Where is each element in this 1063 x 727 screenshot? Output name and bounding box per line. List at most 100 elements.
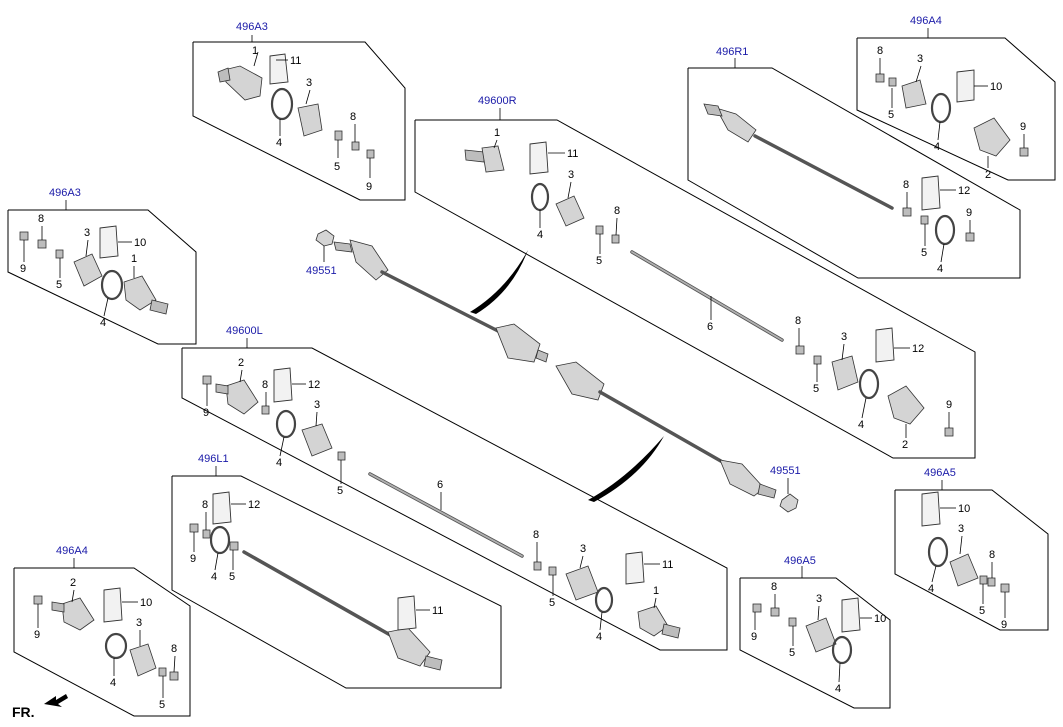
ref-49600L[interactable]: 49600L: [226, 325, 263, 337]
joint-housing-part: [555, 195, 585, 227]
axle-outer-joint-2: [719, 459, 765, 497]
snap-ring: [888, 77, 897, 87]
nut-49551-right: 49551: [770, 465, 801, 513]
num-3: 3: [568, 169, 574, 181]
num-2: 2: [238, 357, 244, 369]
num-9: 9: [946, 399, 952, 411]
clamp-ring: [927, 536, 949, 568]
num-10: 10: [990, 81, 1002, 93]
snap-ring-2: [548, 566, 557, 576]
joint-housing-part-2: [831, 355, 859, 391]
ref-496A5-right[interactable]: 496A5: [924, 467, 956, 479]
spline-end: [217, 67, 231, 83]
group-496A3-top: 496A3 1 11 3 4 8 5 9: [192, 21, 406, 201]
num-12: 12: [248, 499, 260, 511]
ref-496A4-top[interactable]: 496A4: [910, 15, 942, 27]
ref-49551-right[interactable]: 49551: [770, 465, 801, 477]
outer-joint-part-2: [637, 605, 669, 637]
num-9: 9: [1020, 121, 1026, 133]
num-4-a: 4: [276, 457, 282, 469]
boot-part-2: [397, 595, 417, 631]
circlip: [33, 595, 43, 605]
spline-end-2: [661, 623, 681, 639]
num-9: 9: [966, 207, 972, 219]
circlip-2: [795, 345, 805, 355]
boot-part: [529, 141, 549, 175]
outer-joint-part: [481, 145, 505, 173]
ref-496R1[interactable]: 496R1: [716, 46, 748, 58]
axle-spline-end-2: [757, 483, 777, 499]
circlip-2: [965, 232, 975, 242]
snap-ring: [202, 529, 211, 539]
num-5: 5: [921, 247, 927, 259]
ref-496A4-bottom[interactable]: 496A4: [56, 545, 88, 557]
num-8: 8: [877, 45, 883, 57]
boot-part: [921, 175, 941, 211]
ref-496L1[interactable]: 496L1: [198, 453, 229, 465]
num-11: 11: [662, 559, 673, 571]
clamp-ring: [831, 635, 853, 665]
num-9: 9: [34, 629, 40, 641]
num-6: 6: [437, 479, 443, 491]
ref-49551-left[interactable]: 49551: [306, 265, 337, 277]
num-8: 8: [202, 499, 208, 511]
ref-49600R[interactable]: 49600R: [478, 95, 517, 107]
num-3: 3: [958, 523, 964, 535]
boot-part: [921, 491, 941, 527]
num-5: 5: [789, 647, 795, 659]
circlip-2: [366, 149, 375, 159]
circlip-2: [770, 607, 780, 617]
ref-496A3-top[interactable]: 496A3: [236, 21, 268, 33]
ref-496A3-left[interactable]: 496A3: [49, 187, 81, 199]
ref-496A5-bottom[interactable]: 496A5: [784, 555, 816, 567]
cv-joint: [715, 107, 757, 143]
boot-part: [841, 597, 861, 633]
snap-ring-2: [229, 541, 239, 551]
num-4-b: 4: [858, 419, 864, 431]
joint-housing-part: [901, 79, 927, 109]
num-4: 4: [928, 583, 934, 595]
clamp-ring: [930, 92, 952, 124]
outer-joint-part: [223, 65, 263, 101]
num-4: 4: [110, 677, 116, 689]
num-10: 10: [874, 613, 886, 625]
circlip-2: [261, 405, 270, 415]
outer-joint-part: [123, 275, 157, 311]
num-4: 4: [835, 683, 841, 695]
joint-housing-part: [129, 643, 157, 677]
num-10: 10: [134, 237, 146, 249]
axle-spline-end: [333, 241, 353, 253]
outer-joint-part: [61, 597, 95, 631]
axle-shaft-left: [380, 270, 502, 334]
num-5: 5: [159, 699, 165, 711]
group-496A3-left: 496A3 8 3 10 1 9 5 4: [7, 187, 197, 345]
joint-housing-part: [301, 423, 333, 457]
outer-joint-part: [225, 379, 259, 415]
num-5: 5: [56, 279, 62, 291]
num-11: 11: [432, 605, 443, 617]
num-9: 9: [190, 553, 196, 565]
num-5-a: 5: [596, 255, 602, 267]
num-5: 5: [229, 571, 235, 583]
num-8: 8: [171, 643, 177, 655]
axle-outer-joint: [349, 239, 389, 281]
num-3-a: 3: [314, 399, 320, 411]
group-496R1: 496R1 8 12 9 5 4: [687, 46, 1021, 279]
snap-ring: [920, 215, 929, 225]
num-12: 12: [912, 343, 924, 355]
spline-end: [703, 103, 723, 117]
circlip: [902, 207, 912, 217]
spline-end: [51, 601, 65, 613]
num-3: 3: [136, 617, 142, 629]
outer-joint-part-2: [887, 385, 925, 425]
num-9: 9: [366, 181, 372, 193]
boot-part-2: [625, 551, 645, 585]
num-9: 9: [203, 407, 209, 419]
num-8: 8: [989, 549, 995, 561]
break-mark-top: [470, 250, 528, 314]
nut-49551-left: 49551: [306, 229, 337, 277]
joint-housing-part: [297, 103, 323, 137]
assembled-driveshaft: [333, 239, 777, 502]
clamp-ring: [209, 525, 231, 555]
num-4: 4: [937, 263, 943, 275]
